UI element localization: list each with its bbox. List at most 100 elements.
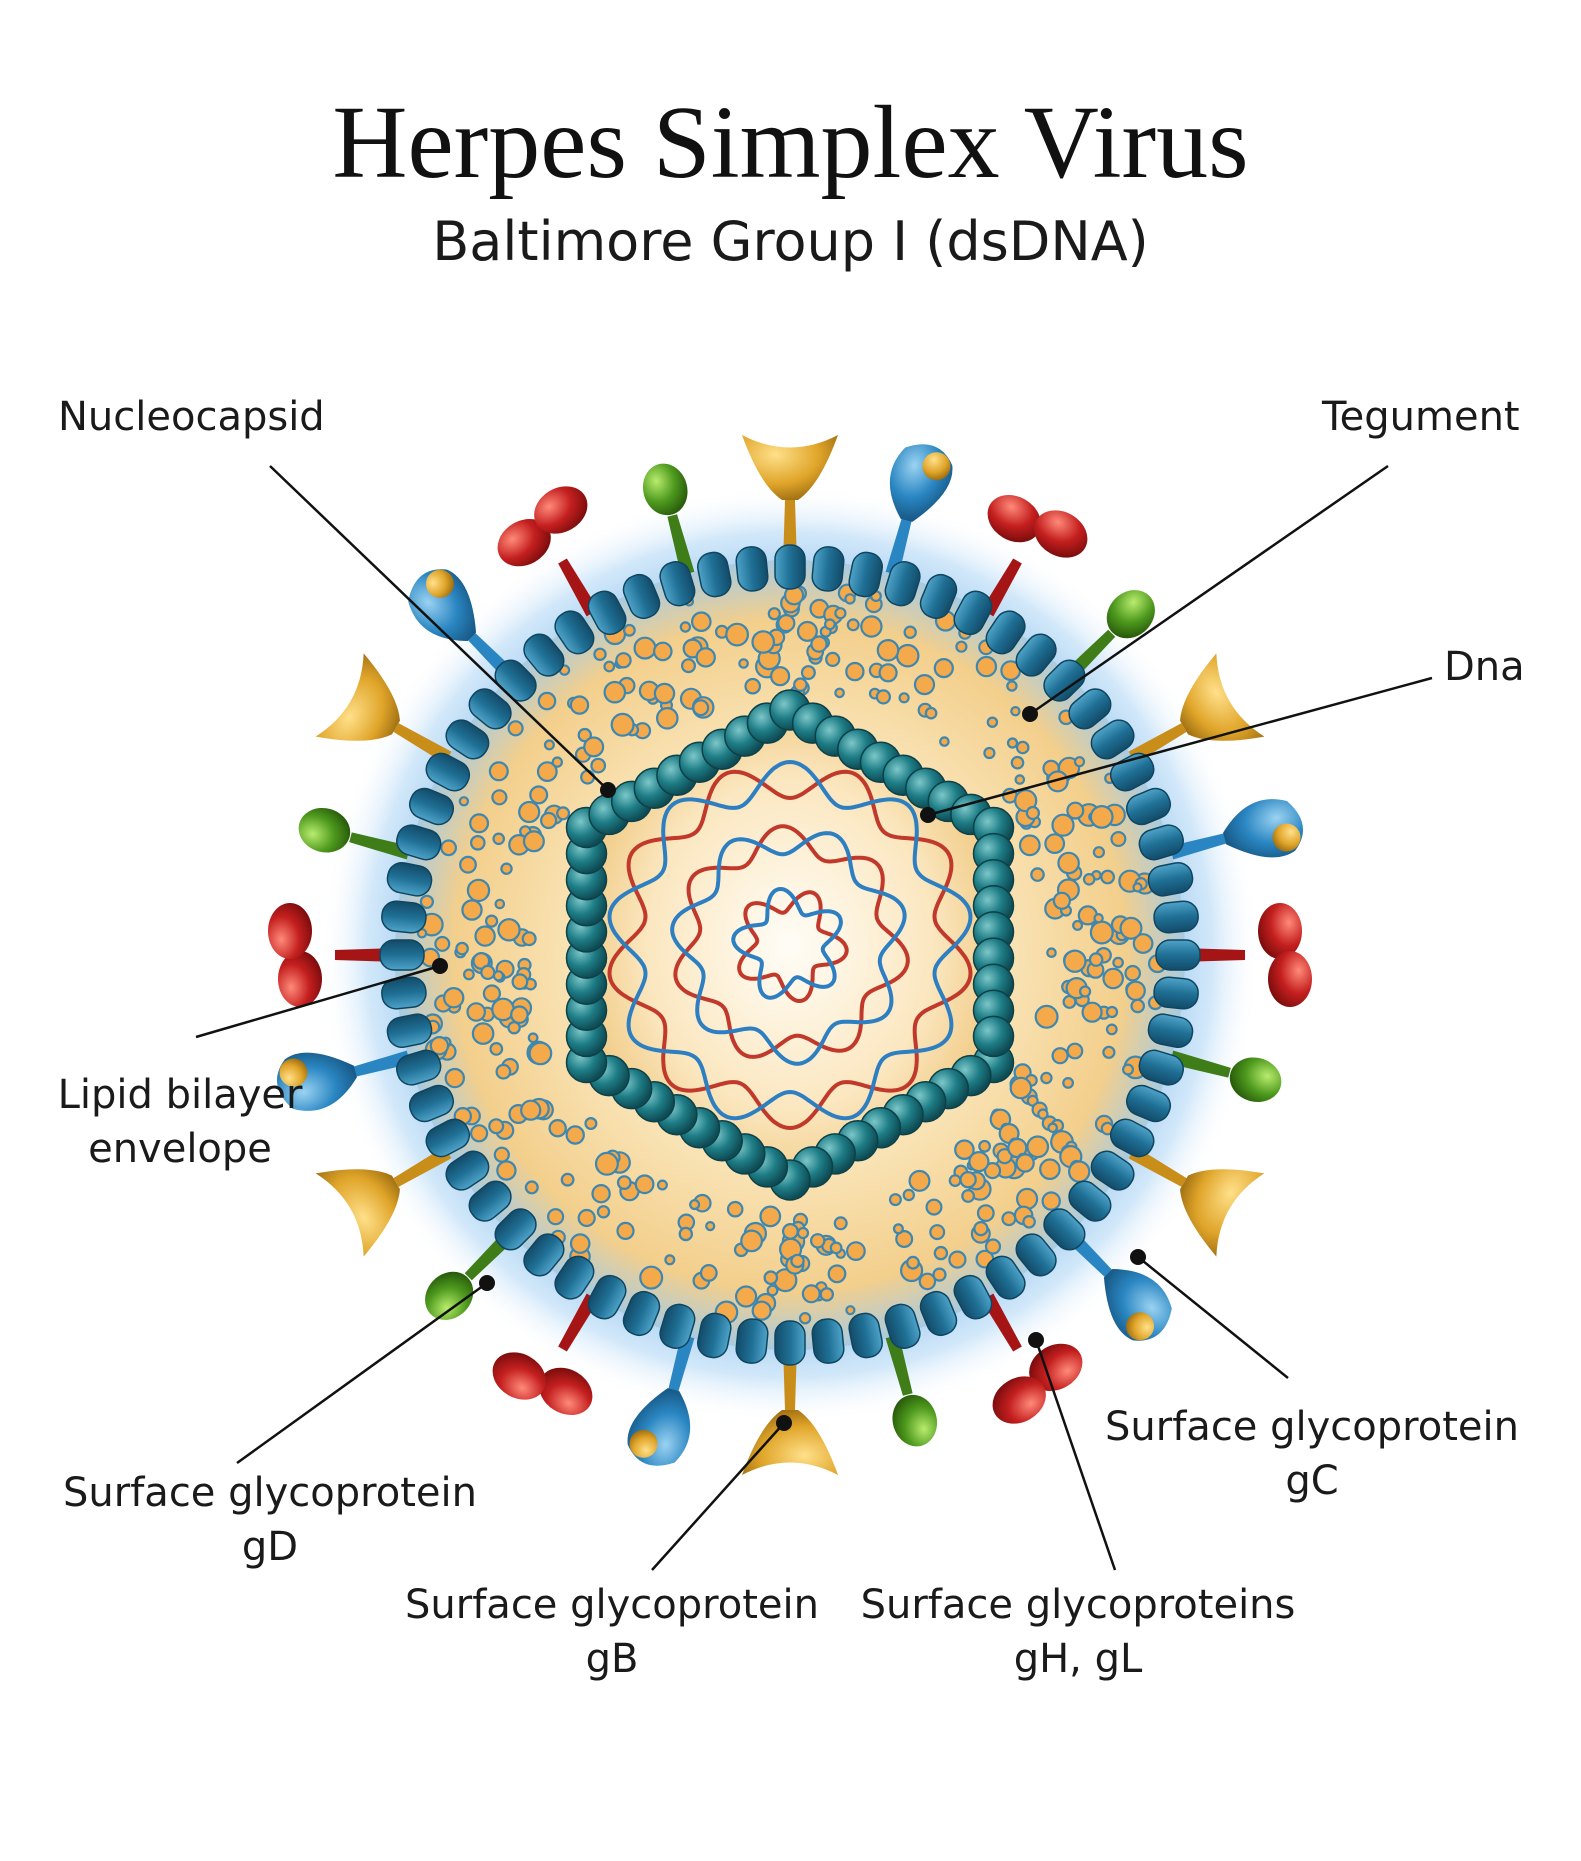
dna-strand bbox=[670, 831, 907, 1066]
tegument-dot bbox=[1062, 1076, 1074, 1089]
tegument-dot bbox=[1037, 1108, 1049, 1120]
tegument-dot bbox=[1105, 1023, 1118, 1036]
tegument-dot bbox=[751, 1300, 772, 1321]
spike-head bbox=[892, 1394, 938, 1447]
spike-head bbox=[315, 653, 400, 741]
spike-stem bbox=[667, 514, 696, 581]
tegument-dot bbox=[986, 716, 999, 728]
lipid-bead bbox=[523, 633, 565, 677]
tegument-dot bbox=[759, 1205, 782, 1228]
tegument-dot bbox=[469, 813, 490, 834]
spike-head bbox=[992, 1376, 1046, 1424]
spike-head bbox=[497, 519, 551, 567]
tegument-dot bbox=[1015, 740, 1030, 755]
glycoprotein-green bbox=[642, 463, 696, 581]
tegument-dot bbox=[973, 1220, 989, 1237]
lipid-bead bbox=[587, 590, 627, 636]
tegument-dot bbox=[1124, 964, 1141, 982]
lipid-bead bbox=[386, 862, 433, 897]
tegument-dot bbox=[690, 611, 712, 632]
tegument-dot bbox=[556, 806, 571, 821]
dot-nucleocapsid bbox=[600, 782, 616, 798]
tegument-dot bbox=[845, 661, 865, 682]
tegument-dot bbox=[466, 1002, 486, 1022]
tegument-dot bbox=[689, 1199, 701, 1211]
tegument-dot bbox=[500, 862, 513, 875]
label-nucleocapsid: Nucleocapsid bbox=[58, 394, 325, 440]
tegument-dot bbox=[984, 1238, 1002, 1255]
tegument-dot bbox=[1026, 1135, 1050, 1159]
tegument-dot bbox=[482, 984, 501, 1003]
tegument-dot bbox=[793, 677, 808, 692]
lipid-envelope-ring bbox=[379, 544, 1201, 1366]
tegument-dot bbox=[740, 1229, 763, 1253]
dot-gc bbox=[1130, 1249, 1146, 1265]
tegument-dot bbox=[492, 832, 505, 846]
tegument-dot bbox=[834, 607, 847, 620]
tegument-dot bbox=[565, 1125, 585, 1145]
lipid-bead bbox=[554, 610, 595, 655]
lipid-bead bbox=[1090, 719, 1135, 760]
tegument-dot bbox=[1066, 1042, 1084, 1060]
tegument-dot bbox=[1025, 805, 1041, 821]
lipid-bead bbox=[919, 573, 958, 620]
tegument-dot bbox=[1051, 1047, 1069, 1065]
lipid-bead bbox=[848, 551, 883, 598]
glycoprotein-blue bbox=[1164, 799, 1303, 861]
tegument-dot bbox=[782, 1222, 799, 1240]
tegument-dot bbox=[1110, 830, 1127, 847]
lipid-bead bbox=[381, 900, 427, 934]
tegument-dot bbox=[593, 647, 607, 662]
diagram-title: Herpes Simplex Virus bbox=[332, 85, 1249, 200]
tegument-dot bbox=[898, 692, 910, 704]
tegument-dot bbox=[489, 1041, 504, 1056]
tegument-dot bbox=[978, 1139, 991, 1153]
tegument-dot bbox=[1121, 1063, 1134, 1076]
lipid-bead bbox=[1153, 900, 1199, 934]
tegument-dot bbox=[983, 1161, 1002, 1180]
lipid-bead bbox=[1109, 1118, 1155, 1158]
tegument-dot bbox=[800, 665, 816, 681]
spike-head bbox=[268, 903, 312, 959]
tegument-dot bbox=[1001, 1211, 1017, 1227]
lipid-bead bbox=[468, 688, 512, 730]
label-gc: Surface glycoprotein gC bbox=[1105, 1404, 1519, 1504]
dna-strand bbox=[607, 759, 973, 1121]
lipid-bead bbox=[735, 1318, 769, 1364]
label-dna: Dna bbox=[1444, 644, 1525, 690]
tegument-dot bbox=[594, 1151, 619, 1176]
spike-head bbox=[1103, 1268, 1172, 1341]
glycoprotein-green bbox=[884, 1329, 938, 1447]
lipid-bead bbox=[1147, 1013, 1194, 1048]
tegument-dot bbox=[548, 1118, 567, 1138]
tegument-dot bbox=[1015, 1153, 1035, 1173]
tegument-dot bbox=[1081, 1001, 1103, 1023]
tegument-dot bbox=[1119, 916, 1143, 940]
tegument-dot bbox=[725, 622, 749, 647]
lipid-bead bbox=[774, 1320, 806, 1366]
spike-head bbox=[1180, 1169, 1265, 1257]
spike-head bbox=[1258, 903, 1302, 959]
tegument-dot bbox=[954, 1139, 975, 1160]
dot-tegument bbox=[1022, 706, 1038, 722]
tegument-dot bbox=[1082, 872, 1096, 886]
tegument-dot bbox=[539, 811, 558, 830]
tegument-dot bbox=[1092, 846, 1106, 859]
spike-head bbox=[1268, 951, 1312, 1007]
spike-head bbox=[1034, 510, 1088, 558]
tegument-dot bbox=[1010, 706, 1021, 717]
tegument-dot bbox=[529, 785, 549, 805]
tegument-dot bbox=[1007, 1137, 1028, 1159]
tegument-dot bbox=[591, 1183, 611, 1204]
lipid-bead bbox=[408, 1084, 455, 1123]
lipid-bead bbox=[1015, 633, 1057, 677]
lipid-bead bbox=[1068, 1180, 1112, 1222]
lipid-bead bbox=[1138, 824, 1184, 861]
dna-strands bbox=[607, 759, 973, 1131]
lipid-bead bbox=[1015, 1233, 1057, 1277]
tegument-dot bbox=[692, 699, 710, 717]
tegument-dot bbox=[1078, 985, 1092, 998]
lipid-bead bbox=[494, 1208, 537, 1251]
tegument-dot bbox=[913, 673, 936, 696]
tegument-dot bbox=[434, 935, 451, 952]
